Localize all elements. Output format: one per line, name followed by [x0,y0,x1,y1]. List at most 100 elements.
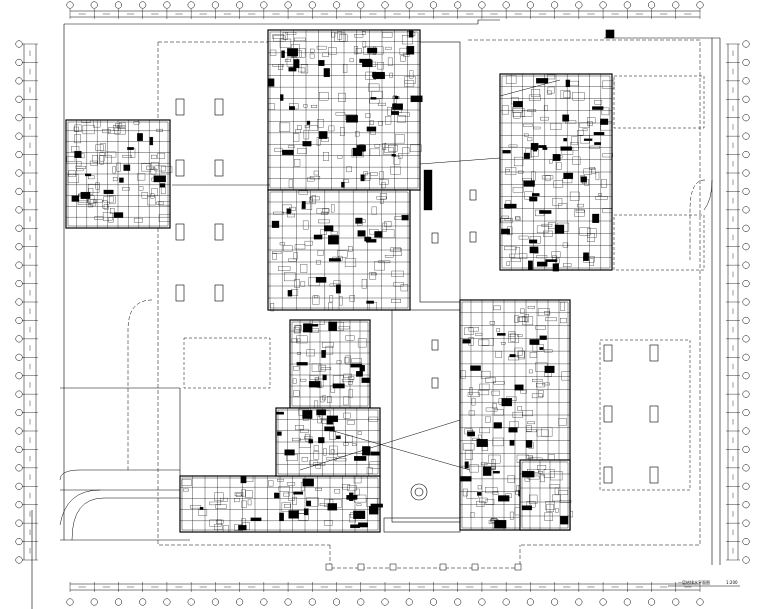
fixture [601,107,610,116]
axis-bubble [15,187,23,195]
fixture [315,276,327,283]
fixture [361,279,367,289]
fixture [328,47,337,55]
axis-bubble [15,427,23,435]
fixture [401,214,409,221]
corridor-outline [419,41,461,303]
fixture [301,457,308,462]
fixture [545,317,557,322]
fixture [158,201,171,206]
axis-bubble [308,598,316,606]
fixture [318,60,325,66]
fixture [149,136,154,146]
fixture [356,503,362,506]
fixture [317,416,322,424]
fixture [158,214,170,222]
fixture [543,105,548,111]
fixture [344,357,350,364]
fixture [156,128,163,132]
fixture [368,83,380,92]
fixture [309,375,319,380]
fixture [536,261,548,267]
fixture [103,204,109,210]
fixture [73,126,79,132]
fixture [410,144,422,152]
axis-bubble [114,598,123,606]
fixture [560,516,569,525]
fixture [400,284,408,292]
fixture [156,201,164,205]
fixture [539,210,552,214]
fixture [374,231,383,238]
fixture [574,209,585,217]
fixture [370,97,377,100]
fixture [141,192,148,199]
fixture [119,177,124,183]
fixture [342,484,350,490]
fixture [278,64,283,70]
axis-bubble [15,482,23,490]
axis-bubble [696,1,704,9]
fixture [404,80,415,87]
fixture [357,431,362,435]
fixture [374,261,385,271]
fixture [587,117,596,124]
fixture [553,180,564,188]
caption-title: 一层给排水平面图 [678,579,710,585]
fixture [560,318,567,324]
axis-bubble [502,1,510,9]
fixture [279,38,292,48]
fixture [485,499,495,505]
fixture [349,295,355,302]
fixture [492,403,497,409]
fixture [514,315,519,323]
fixture [108,127,121,134]
fixture [467,392,480,397]
corridor-outline [391,309,461,523]
fixture [537,308,550,317]
fixture [302,220,309,230]
fixture [493,409,504,416]
fixture [343,396,349,406]
fixture [250,517,262,522]
fixture [470,512,475,518]
fixture [289,206,296,211]
building-middle-left [275,319,381,477]
fixture [391,270,404,277]
fixture [583,168,592,175]
fixture [283,245,293,252]
fixture [488,520,501,524]
fixture [532,379,543,382]
axis-bubble [599,1,607,9]
left-axis-grid [15,40,38,564]
fixture [133,121,140,125]
fixture [387,57,393,66]
axis-bubble [139,598,147,606]
fixture [297,509,307,514]
fixture [293,491,304,495]
fixture [308,277,320,286]
axis-bubble [742,95,750,103]
fixture [593,132,605,136]
fixture [368,302,377,310]
fixture [153,175,166,183]
fixture [350,524,360,529]
fixture [374,144,381,148]
fixture [289,106,295,110]
axis-bubble [357,598,365,606]
fixture [295,129,301,133]
axis-bubble [260,598,268,606]
axis-bubble [742,58,750,66]
axis-bubble [15,132,23,140]
fixture [323,448,327,456]
fixture [287,213,295,218]
fixture [349,514,356,523]
fixture [304,433,310,442]
fixture [287,145,295,149]
axis-bubble [139,1,147,9]
fixture [541,427,553,437]
fixture [119,122,126,128]
fixture [329,431,336,440]
fixture [300,281,306,287]
fixture [316,409,327,416]
